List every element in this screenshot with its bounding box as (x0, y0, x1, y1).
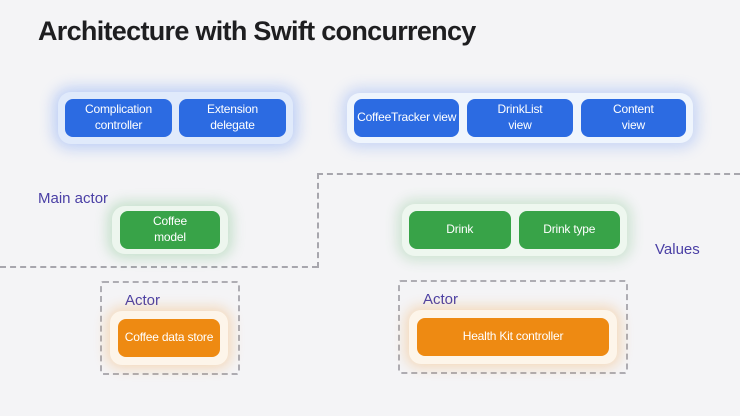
main-actor-boundary-vertical (317, 173, 319, 268)
complication-extension-group: Complication controller Extension delega… (58, 92, 293, 144)
actor-label-right: Actor (423, 291, 459, 308)
coffee-data-store-group: Coffee data store (110, 311, 228, 365)
actor-label-left: Actor (125, 292, 161, 309)
node-health-kit-controller: Health Kit controller (417, 318, 609, 356)
health-kit-group: Health Kit controller (409, 310, 617, 364)
coffee-model-group: Coffee model (112, 206, 228, 254)
node-drink: Drink (409, 211, 511, 249)
node-coffee-data-store: Coffee data store (118, 319, 220, 357)
node-drinklist-view: DrinkList view (467, 99, 573, 137)
actor-box-coffee-data-store: Actor Coffee data store (100, 281, 240, 375)
node-complication-controller: Complication controller (65, 99, 172, 137)
main-actor-boundary-left (0, 266, 318, 268)
drink-values-group: Drink Drink type (402, 204, 627, 256)
node-drink-type: Drink type (518, 211, 620, 249)
node-coffeetracker-view: CoffeeTracker view (354, 99, 460, 137)
actor-box-health-kit: Actor Health Kit controller (398, 280, 628, 374)
slide-title: Architecture with Swift concurrency (38, 16, 476, 46)
views-group: CoffeeTracker view DrinkList view Conten… (347, 93, 693, 143)
node-content-view: Content view (580, 99, 686, 137)
main-actor-label: Main actor (38, 190, 109, 207)
node-coffee-model: Coffee model (120, 211, 220, 249)
values-label: Values (655, 241, 700, 258)
node-extension-delegate: Extension delegate (179, 99, 286, 137)
main-actor-boundary-right (317, 173, 740, 175)
